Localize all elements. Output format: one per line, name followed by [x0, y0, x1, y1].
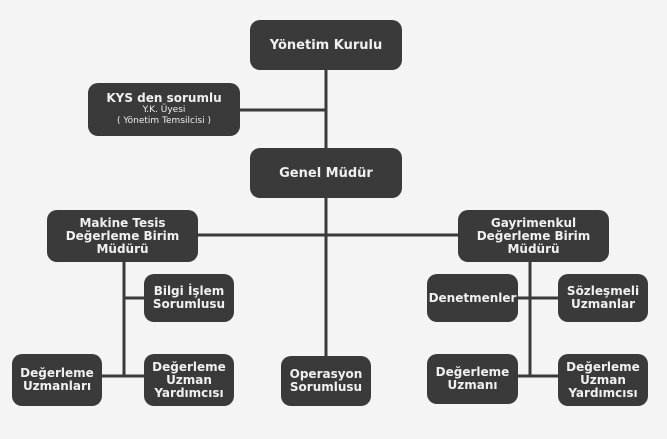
contract-experts-box: Sözleşmeli Uzmanlar: [558, 274, 648, 322]
experts-left-line1: Değerleme: [20, 366, 94, 380]
it-officer-box: Bilgi İşlem Sorumlusu: [144, 274, 234, 322]
genel-mudur-box: Genel Müdür: [250, 148, 402, 198]
operations-line1: Operasyon: [289, 367, 363, 381]
assistants-left-line1: Değerleme: [152, 359, 226, 374]
valuation-experts-left-box: Değerleme Uzmanları: [12, 354, 102, 406]
kys-line1: KYS den sorumlu: [106, 91, 222, 105]
assistants-right-line2: Uzman: [580, 372, 626, 387]
machine-line2: Değerleme Birim: [65, 228, 180, 243]
expert-right-line1: Değerleme: [435, 365, 510, 379]
realestate-line3: Müdürü: [507, 241, 560, 256]
realestate-line2: Değerleme Birim: [476, 228, 591, 243]
kys-line3: ( Yönetim Temsilcisi ): [116, 116, 212, 126]
auditors-box: Denetmenler: [427, 274, 518, 322]
contract-line2: Uzmanlar: [570, 297, 635, 311]
assistants-right-line3: Yardımcısı: [568, 385, 638, 400]
machine-unit-manager-box: Makine Tesis Değerleme Birim Müdürü: [47, 210, 198, 262]
genel-mudur-label: Genel Müdür: [279, 165, 373, 181]
machine-line1: Makine Tesis: [79, 215, 166, 230]
valuation-expert-right-box: Değerleme Uzmanı: [427, 354, 518, 404]
contract-line1: Sözleşmeli: [566, 284, 640, 298]
operations-officer-box: Operasyon Sorumlusu: [281, 356, 371, 406]
yonetim-kurulu-box: Yönetim Kurulu: [250, 20, 402, 70]
it-line2: Sorumlusu: [152, 297, 226, 311]
realestate-unit-manager-box: Gayrimenkul Değerleme Birim Müdürü: [458, 210, 609, 262]
kys-line2: Y.K. Üyesi: [142, 105, 186, 115]
realestate-line1: Gayrimenkul: [490, 215, 577, 230]
yonetim-kurulu-label: Yönetim Kurulu: [269, 37, 383, 53]
auditors-label: Denetmenler: [428, 290, 517, 305]
machine-line3: Müdürü: [96, 241, 149, 256]
assistants-left-line2: Uzman: [166, 372, 212, 387]
assistants-left-line3: Yardımcısı: [154, 385, 224, 400]
assistant-experts-right-box: Değerleme Uzman Yardımcısı: [558, 354, 648, 406]
assistant-experts-left-box: Değerleme Uzman Yardımcısı: [144, 354, 234, 406]
kys-representative-box: KYS den sorumlu Y.K. Üyesi ( Yönetim Tem…: [88, 83, 240, 136]
assistants-right-line1: Değerleme: [566, 359, 640, 374]
operations-line2: Sorumlusu: [289, 380, 363, 394]
expert-right-line2: Uzmanı: [447, 378, 498, 392]
experts-left-line2: Uzmanları: [22, 379, 92, 393]
it-line1: Bilgi İşlem: [153, 284, 225, 298]
